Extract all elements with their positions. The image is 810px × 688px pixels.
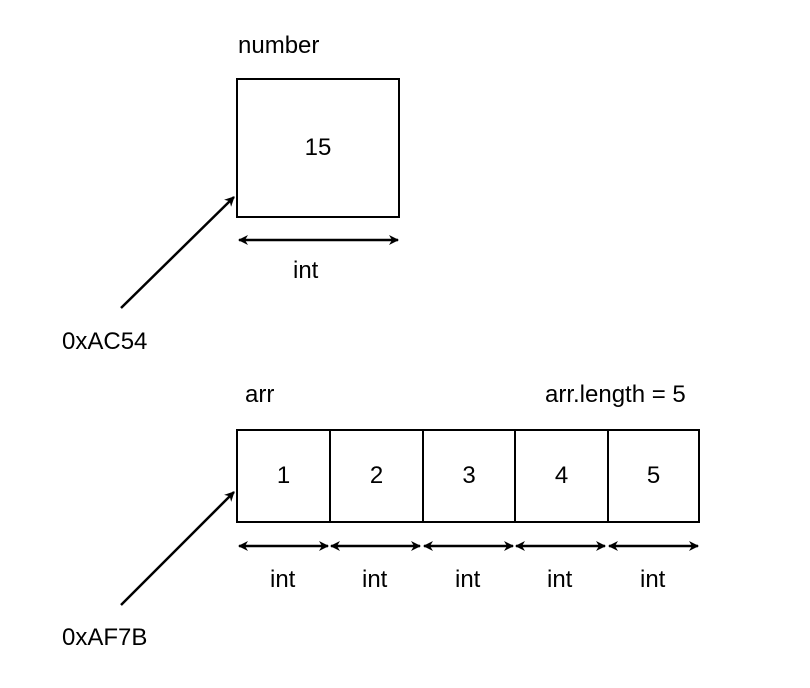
number-address-label: 0xAC54 (62, 328, 148, 355)
arr-variable-label: arr (245, 381, 275, 408)
number-variable-label: number (238, 32, 320, 59)
arr-type-label-3: int (547, 566, 573, 593)
arr-cell-value: 5 (646, 462, 661, 489)
arr-cell-3: 4 (514, 429, 609, 523)
arr-cell-value: 3 (462, 462, 476, 489)
arr-type-label-1: int (362, 566, 388, 593)
number-type-label: int (293, 257, 319, 284)
arr-cell-0: 1 (236, 429, 331, 523)
arr-cell-value: 2 (369, 462, 384, 489)
arr-cell-value: 1 (276, 462, 291, 489)
number-value: 15 (304, 134, 332, 161)
arr-cell-2: 3 (422, 429, 516, 523)
arr-pointer-arrow (120, 491, 235, 606)
arr-cell-value: 4 (554, 462, 569, 489)
number-pointer-arrow (120, 196, 235, 309)
arr-type-label-4: int (640, 566, 666, 593)
arr-address-label: 0xAF7B (62, 624, 148, 651)
arr-type-label-2: int (455, 566, 481, 593)
arr-cell-4: 5 (607, 429, 700, 523)
number-memory-cell: 15 (236, 78, 400, 218)
arr-cell-1: 2 (329, 429, 424, 523)
arr-type-label-0: int (270, 566, 296, 593)
arr-length-label: arr.length = 5 (545, 381, 686, 408)
